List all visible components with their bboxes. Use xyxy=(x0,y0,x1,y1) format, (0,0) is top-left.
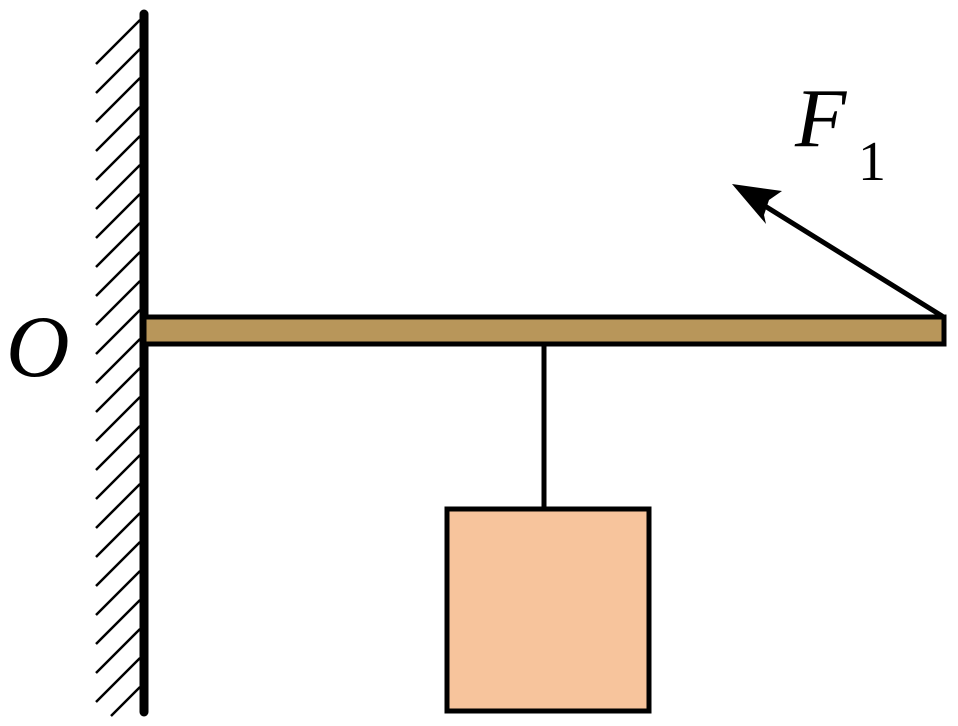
hatch-line xyxy=(95,541,141,587)
hatch-line xyxy=(95,367,141,413)
force-arrowhead xyxy=(732,184,782,224)
hatch-line xyxy=(95,251,141,297)
hatch-line xyxy=(95,19,141,65)
hatch-line xyxy=(95,106,141,152)
hatch-line xyxy=(95,280,141,326)
hatch-line xyxy=(95,309,141,355)
hatch-line xyxy=(95,164,141,210)
hatch-line xyxy=(110,686,141,717)
hatch-line xyxy=(95,454,141,500)
lever-bar xyxy=(141,314,947,347)
hatch-line xyxy=(95,48,141,94)
hatch-line xyxy=(95,512,141,558)
hatch-line xyxy=(95,222,141,268)
force-label-subscript: 1 xyxy=(858,131,886,193)
force-arrow xyxy=(732,184,945,319)
hatch-line xyxy=(95,599,141,645)
hatch-line xyxy=(95,396,141,442)
hatch-line xyxy=(95,135,141,181)
hanging-block xyxy=(444,506,652,714)
hatch-line xyxy=(95,193,141,239)
hatch-line xyxy=(95,77,141,123)
force-label-symbol: F xyxy=(794,72,848,165)
hatch-line xyxy=(95,628,141,674)
force-arrow-shaft xyxy=(757,200,945,319)
hatch-line xyxy=(95,570,141,616)
hatch-line xyxy=(95,483,141,529)
hatch-line xyxy=(95,657,141,703)
wall-hatching xyxy=(95,19,141,717)
pivot-label: O xyxy=(6,299,70,396)
hatch-line xyxy=(95,338,141,384)
hatch-line xyxy=(95,425,141,471)
force-label: F xyxy=(794,72,848,165)
